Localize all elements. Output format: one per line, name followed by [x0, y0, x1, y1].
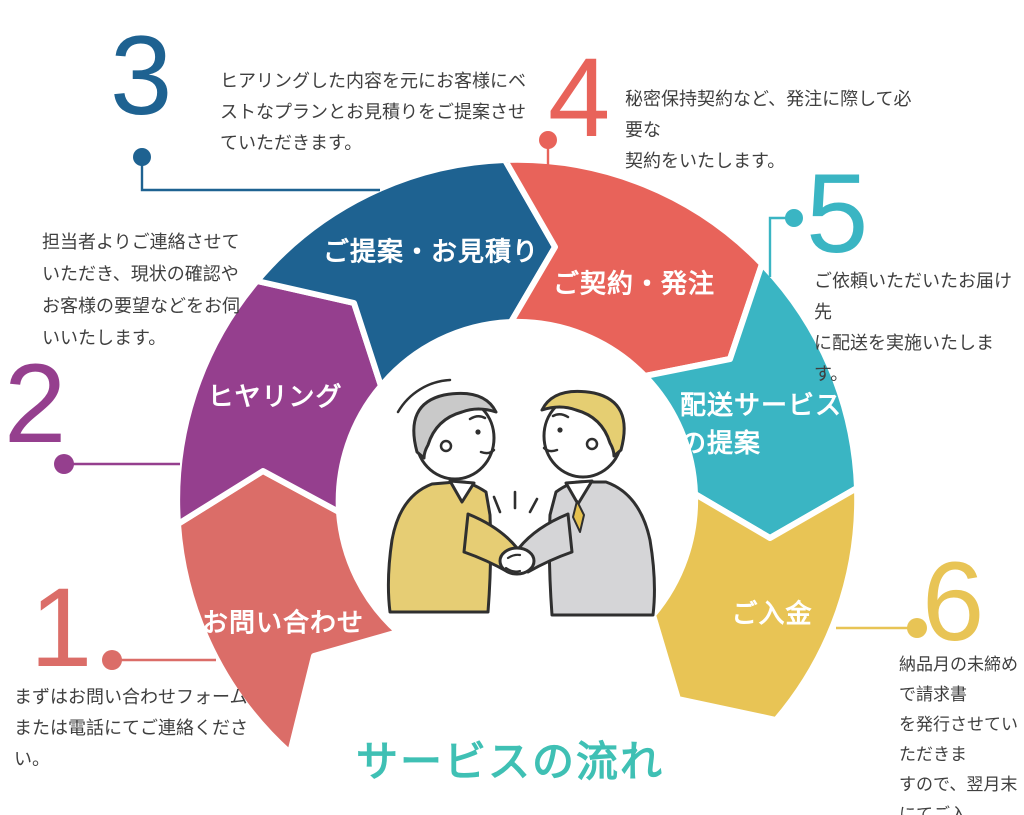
step3-description: ヒアリングした内容を元にお客様にベ ストなプランとお見積りをご提案させ ていただ… [220, 71, 526, 153]
right-ear [585, 437, 599, 451]
segment-label-proposal-estimate: ご提案・お見積り [322, 236, 540, 267]
connector-dot [539, 131, 557, 149]
inner-circle [339, 322, 695, 678]
left-body-jacket [386, 480, 493, 614]
head-motion-arc [396, 378, 452, 414]
step1-number: 1 [30, 565, 92, 690]
segment-payment [650, 485, 861, 723]
connector-dot [907, 618, 927, 638]
handshake-illustration [339, 322, 695, 678]
left-shirt-collar [448, 479, 476, 504]
step1-description: まずはお問い合わせフォーム または電話にてご連絡ください。 [14, 687, 248, 769]
left-hair [412, 391, 498, 460]
segment-label-contact: お問い合わせ [201, 607, 365, 638]
connector-line [140, 160, 380, 192]
step6-description: 納品月の未締めで請求書 を発行させていただきま すので、翌月末にてご入 金願いま… [899, 655, 1018, 815]
step5-connector [768, 209, 803, 277]
step4-description: 秘密保持契約など、発注に際して必要な 契約をいたします。 [625, 89, 912, 171]
step4-connector [539, 131, 557, 166]
step1-connector [102, 650, 216, 670]
left-eyebrow [468, 415, 487, 421]
ring-segments [174, 156, 861, 756]
right-eyebrow [551, 413, 570, 419]
step5-number: 5 [806, 151, 868, 276]
right-eye [557, 427, 563, 433]
right-hair [540, 389, 626, 458]
step4-number: 4 [548, 35, 610, 160]
page-title: サービスの流れ [355, 738, 665, 785]
step3-number: 3 [110, 13, 172, 138]
left-mouth [479, 448, 496, 455]
left-eye [475, 429, 481, 435]
step6-number: 6 [922, 539, 984, 664]
step2-description: 担当者よりご連絡させて いただき、現状の確認や お客様の要望などをお伺 いいたし… [42, 232, 240, 348]
connector-line [768, 216, 792, 277]
connector-dot [133, 148, 151, 166]
right-person [517, 389, 656, 617]
clasped-hands [498, 546, 536, 576]
segment-label-contract-order: ご契約・発注 [552, 268, 716, 299]
left-ear [439, 439, 453, 453]
right-mouth [542, 446, 559, 453]
sparkle-lines [492, 490, 539, 514]
connector-dot [785, 209, 803, 227]
segment-label-hearing: ヒヤリング [207, 381, 343, 412]
step2-connector [54, 454, 180, 474]
right-tie [572, 500, 585, 533]
step5-description: ご依頼いただいたお届け先 に配送を実施いたします。 [814, 271, 1012, 384]
segment-label-payment: ご入金 [731, 598, 813, 629]
step3-connector [133, 148, 380, 192]
right-shirt-collar [564, 479, 594, 506]
connector-dot [102, 650, 122, 670]
segment-label-delivery-proposal: 配送サービス の提案 [680, 390, 843, 458]
connector-dot [54, 454, 74, 474]
step6-connector [836, 618, 927, 638]
step2-number: 2 [4, 341, 66, 466]
